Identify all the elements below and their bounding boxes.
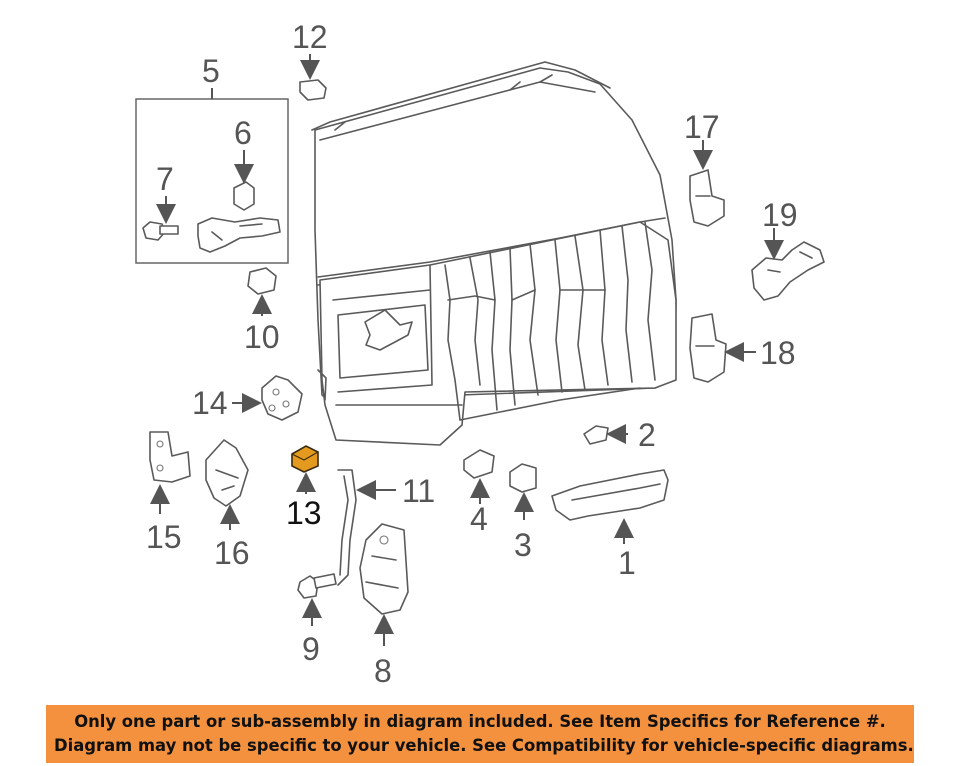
bolt-part-7 bbox=[142, 221, 179, 241]
callout-7: 7 bbox=[156, 161, 174, 197]
highlighted-part-13 bbox=[291, 445, 319, 473]
handle-part-1 bbox=[551, 469, 669, 521]
hinge-part-16 bbox=[205, 439, 249, 507]
callout-12: 12 bbox=[292, 19, 328, 55]
hinge-part-5 bbox=[197, 217, 281, 253]
rod-part-11 bbox=[337, 469, 357, 586]
parts-diagram: 1 2 3 4 5 6 7 8 9 10 11 12 13 14 15 16 1… bbox=[135, 19, 825, 689]
callout-3: 3 bbox=[514, 527, 532, 563]
switch-part-3 bbox=[509, 463, 537, 493]
disclaimer-banner: Only one part or sub-assembly in diagram… bbox=[46, 705, 914, 763]
cap-part-2 bbox=[583, 425, 609, 445]
hinge-part-15 bbox=[149, 431, 191, 483]
clip-part-6 bbox=[233, 181, 255, 211]
callout-11: 11 bbox=[402, 473, 435, 509]
callout-1: 1 bbox=[618, 545, 636, 581]
stopper-part-12 bbox=[299, 79, 327, 101]
callout-6: 6 bbox=[234, 115, 252, 151]
disclaimer-line-2: Diagram may not be specific to your vehi… bbox=[54, 736, 914, 755]
callout-5: 5 bbox=[202, 53, 220, 89]
callout-2: 2 bbox=[638, 417, 656, 453]
callout-16: 16 bbox=[214, 535, 250, 571]
liftgate-panel bbox=[311, 61, 677, 446]
hinge-part-18 bbox=[689, 313, 727, 383]
callout-10: 10 bbox=[244, 319, 280, 355]
callout-18: 18 bbox=[760, 335, 796, 371]
bumper-part-10 bbox=[247, 267, 277, 295]
hinge-part-19 bbox=[751, 241, 825, 301]
callout-4: 4 bbox=[470, 501, 488, 537]
cover-part-4 bbox=[463, 449, 495, 479]
disclaimer-line-1: Only one part or sub-assembly in diagram… bbox=[74, 712, 886, 731]
hinge-part-17 bbox=[689, 169, 725, 227]
callout-13: 13 bbox=[286, 495, 322, 531]
callout-14: 14 bbox=[192, 385, 228, 421]
leader-arrows bbox=[150, 54, 784, 646]
latch-part-8 bbox=[359, 523, 409, 615]
callout-17: 17 bbox=[684, 109, 720, 145]
bolt-part-9 bbox=[297, 573, 337, 599]
callout-8: 8 bbox=[374, 653, 392, 689]
callout-15: 15 bbox=[146, 519, 182, 555]
callout-19: 19 bbox=[762, 197, 798, 233]
hinge-bracket-part-14 bbox=[261, 375, 303, 421]
callout-9: 9 bbox=[302, 631, 320, 667]
